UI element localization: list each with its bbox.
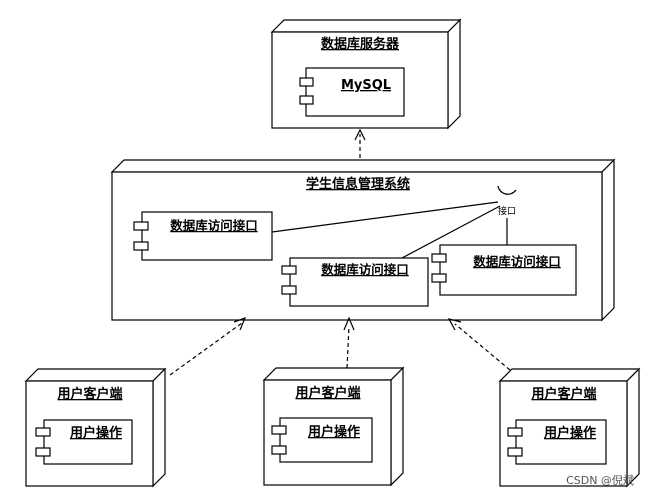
user-op-component-2-label: 用户操作 (307, 424, 360, 440)
interface-link-2 (401, 205, 501, 259)
db-access-component-3: 数据库访问接口 (431, 244, 577, 296)
user-op-component-3: 用户操作 (507, 419, 607, 465)
interface-link-1 (271, 201, 499, 233)
db-access-component-1: 数据库访问接口 (133, 211, 273, 261)
watermark: CSDN @倪斌 (566, 474, 634, 487)
db-access-component-1-label: 数据库访问接口 (169, 218, 258, 233)
db-access-component-3-label: 数据库访问接口 (472, 254, 561, 269)
client-node-3-title: 用户客户端 (530, 386, 596, 402)
dependency-client-3-to-system (447, 318, 511, 371)
db-access-component-2-label: 数据库访问接口 (320, 262, 409, 277)
user-op-component-1-label: 用户操作 (69, 425, 122, 441)
interface-socket-icon (497, 185, 517, 245)
db-server-node: 数据库服务器 MySQL (270, 18, 462, 130)
db-access-component-2: 数据库访问接口 (281, 257, 429, 307)
user-op-component-1: 用户操作 (35, 419, 133, 465)
dependency-client-1-to-system (169, 316, 247, 376)
client-node-2: 用户客户端 用户操作 (262, 366, 405, 487)
client-node-1-title: 用户客户端 (56, 386, 122, 402)
mysql-component: MySQL (299, 67, 405, 117)
user-op-component-3-label: 用户操作 (543, 425, 596, 441)
interface-label: 接口 (498, 205, 516, 217)
dependency-system-to-db (354, 128, 366, 172)
client-node-2-title: 用户客户端 (294, 385, 360, 401)
system-node: 学生信息管理系统 接口 数据库访问接口 数据库访问接口 (110, 158, 616, 322)
system-node-title: 学生信息管理系统 (306, 176, 410, 192)
dependency-client-2-to-system (343, 316, 355, 369)
mysql-component-label: MySQL (341, 78, 391, 93)
user-op-component-2: 用户操作 (271, 417, 373, 463)
client-node-3: 用户客户端 用户操作 (498, 367, 641, 488)
db-server-title: 数据库服务器 (321, 36, 400, 52)
client-node-1: 用户客户端 用户操作 (24, 367, 167, 488)
